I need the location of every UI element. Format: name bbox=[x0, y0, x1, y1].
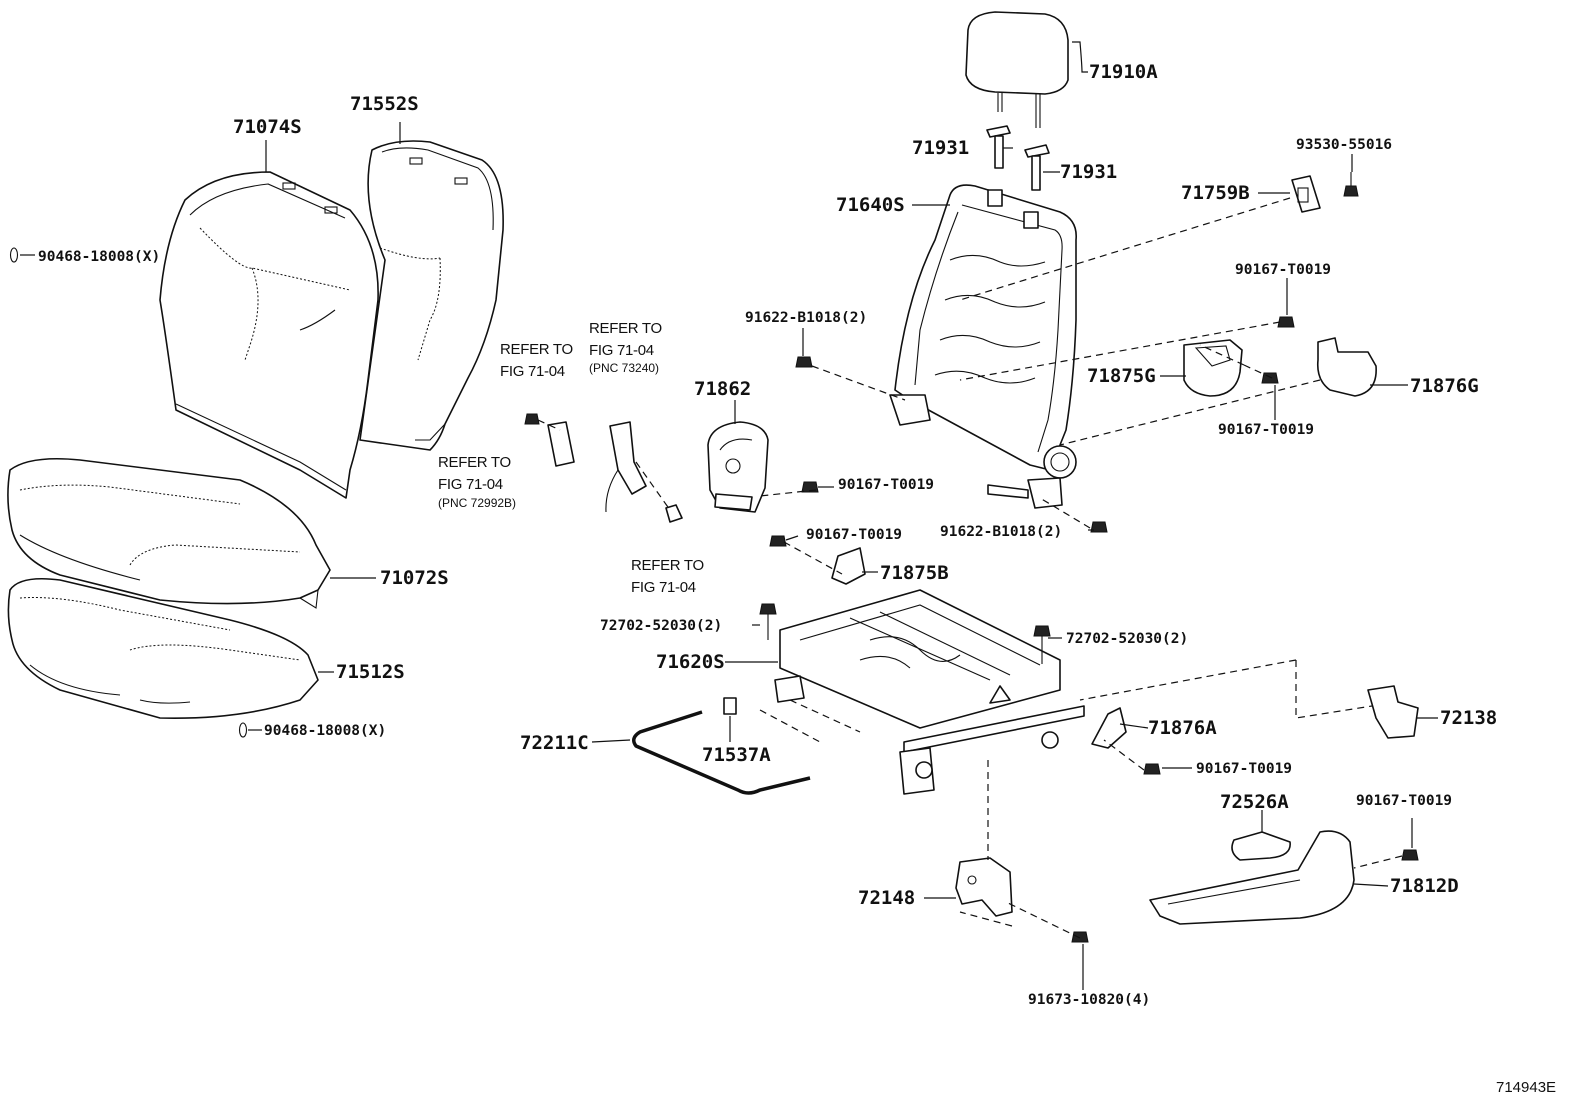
lower-screws-illustration bbox=[769, 481, 819, 547]
recliner-cover-71862-illustration bbox=[707, 421, 769, 513]
seatback-cover-illustration bbox=[159, 171, 379, 499]
cushion-cover-illustration bbox=[7, 457, 331, 609]
refer-note-3-line1: REFER TO bbox=[438, 454, 511, 471]
label-71552s: 71552S bbox=[350, 93, 419, 115]
refer-note-4-line2: FIG 71-04 bbox=[631, 579, 696, 596]
label-90468-top: 90468-18008(X) bbox=[38, 249, 160, 265]
lower-outer-shield-illustration bbox=[1091, 707, 1127, 749]
headrest-support-right-illustration bbox=[1024, 144, 1050, 191]
label-71931-left: 71931 bbox=[912, 137, 969, 159]
lumbar-knob-illustration bbox=[1291, 175, 1321, 213]
knob-72526a-illustration bbox=[1231, 831, 1291, 861]
label-90468-bottom: 90468-18008(X) bbox=[264, 723, 386, 739]
label-71875g: 71875G bbox=[1087, 365, 1156, 387]
figure-code: 714943E bbox=[1496, 1079, 1556, 1096]
label-90167-71812d: 90167-T0019 bbox=[1356, 793, 1452, 809]
refer-note-1-line1: REFER TO bbox=[500, 341, 573, 358]
refer-note-2-line2: FIG 71-04 bbox=[589, 342, 654, 359]
label-91673-10820: 91673-10820(4) bbox=[1028, 992, 1150, 1008]
refer-note-2-line3: (PNC 73240) bbox=[589, 361, 659, 375]
release-rod-illustration bbox=[632, 710, 811, 795]
seatback-pad-illustration bbox=[359, 140, 504, 451]
label-90167-71862: 90167-T0019 bbox=[838, 477, 934, 493]
label-71759b: 71759B bbox=[1181, 182, 1250, 204]
refer-notes: REFER TO FIG 71-04 REFER TO FIG 71-04 (P… bbox=[438, 320, 704, 596]
refer-note-1-line2: FIG 71-04 bbox=[500, 363, 565, 380]
refer-note-2-line1: REFER TO bbox=[589, 320, 662, 337]
label-71862: 71862 bbox=[694, 378, 751, 400]
shield-71812d-illustration bbox=[1149, 830, 1355, 925]
label-91622-left: 91622-B1018(2) bbox=[745, 310, 867, 326]
label-71876a: 71876A bbox=[1148, 717, 1217, 739]
lumbar-screw-illustration bbox=[1343, 172, 1359, 197]
label-93530-55016: 93530-55016 bbox=[1296, 137, 1392, 153]
label-90167-71875b: 90167-T0019 bbox=[806, 527, 902, 543]
label-71072s: 71072S bbox=[380, 567, 449, 589]
back-screws-illustration bbox=[795, 316, 1295, 533]
label-91622-right: 91622-B1018(2) bbox=[940, 524, 1062, 540]
label-71875b: 71875B bbox=[880, 562, 949, 584]
part-labels: 71910A 71931 71931 71640S 71552S 71074S … bbox=[38, 61, 1497, 1008]
lower-inner-shield-illustration bbox=[831, 547, 866, 585]
headrest-support-left-illustration bbox=[986, 125, 1011, 169]
clip-71537a-illustration bbox=[723, 697, 737, 715]
bracket-72148-illustration bbox=[955, 857, 1013, 917]
headrest-illustration bbox=[965, 11, 1069, 128]
refer-note-3-line3: (PNC 72992B) bbox=[438, 496, 516, 510]
leader-lines bbox=[20, 41, 1438, 990]
label-90167-71876a: 90167-T0019 bbox=[1196, 761, 1292, 777]
label-72702-left: 72702-52030(2) bbox=[600, 618, 722, 634]
back-outer-shield-illustration bbox=[1316, 337, 1377, 397]
label-71537a: 71537A bbox=[702, 744, 771, 766]
label-71074s: 71074S bbox=[233, 116, 302, 138]
label-72526a: 72526A bbox=[1220, 791, 1289, 813]
cover-72138-illustration bbox=[1367, 685, 1419, 739]
belt-parts-illustration bbox=[524, 413, 683, 523]
label-71640s: 71640S bbox=[836, 194, 905, 216]
label-71931-right: 71931 bbox=[1060, 161, 1117, 183]
label-72211c: 72211C bbox=[520, 732, 589, 754]
seat-adjuster-illustration bbox=[774, 589, 1085, 795]
label-72138: 72138 bbox=[1440, 707, 1497, 729]
label-71876g: 71876G bbox=[1410, 375, 1479, 397]
bracket-bolt-illustration bbox=[1071, 931, 1089, 943]
label-72702-right: 72702-52030(2) bbox=[1066, 631, 1188, 647]
cushion-pad-illustration bbox=[7, 577, 319, 719]
assembly-dashed-lines bbox=[537, 197, 1403, 939]
refer-note-3-line2: FIG 71-04 bbox=[438, 476, 503, 493]
refer-note-4-line1: REFER TO bbox=[631, 557, 704, 574]
screw-71876a-illustration bbox=[1143, 763, 1161, 775]
back-inner-shield-illustration bbox=[1183, 339, 1243, 397]
cover-clip-top-illustration bbox=[9, 247, 19, 263]
label-71910a: 71910A bbox=[1089, 61, 1158, 83]
label-90167-top-right: 90167-T0019 bbox=[1235, 262, 1331, 278]
cover-clip-bottom-illustration bbox=[238, 722, 248, 738]
label-72148: 72148 bbox=[858, 887, 915, 909]
seatback-frame-illustration bbox=[889, 184, 1077, 509]
label-71512s: 71512S bbox=[336, 661, 405, 683]
label-71812d: 71812D bbox=[1390, 875, 1459, 897]
label-71620s: 71620S bbox=[656, 651, 725, 673]
screw-71812d-illustration bbox=[1401, 849, 1419, 861]
label-90167-mid-right: 90167-T0019 bbox=[1218, 422, 1314, 438]
adjuster-bolts-illustration bbox=[759, 603, 1051, 664]
